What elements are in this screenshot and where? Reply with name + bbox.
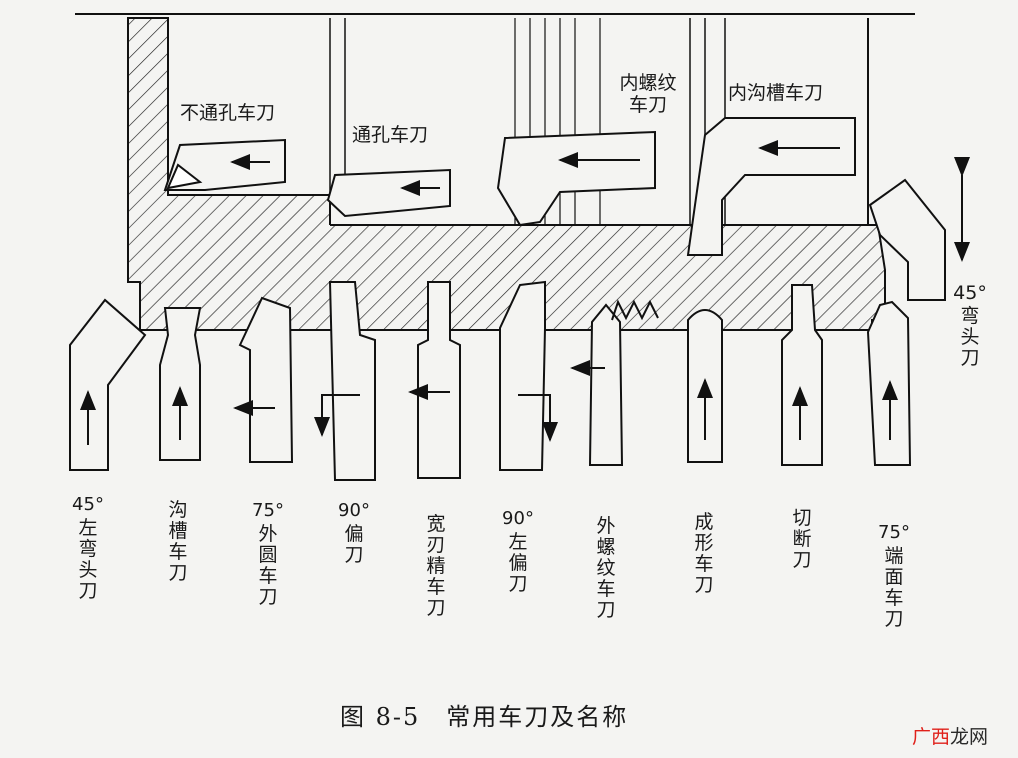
external-thread-tool <box>570 299 659 466</box>
form-tool <box>687 309 723 463</box>
figure-caption: 图 8-5 常用车刀及名称 <box>340 697 628 732</box>
label-angle: 90° <box>502 508 534 529</box>
label-cutoff-tool: 切 断 刀 <box>792 507 812 571</box>
right-bent-tool <box>868 157 970 301</box>
label-left-bent-tool: 左 弯 头 刀 <box>78 517 98 602</box>
label-right-bent-tool: 弯 头 刀 <box>960 305 980 369</box>
label-angle: 45° <box>72 494 104 515</box>
label-blind-hole-tool: 不通孔车刀 <box>180 102 276 124</box>
label-left-offset-90-tool: 左 偏 刀 <box>508 531 528 595</box>
watermark-dark: 龙网 <box>949 726 988 748</box>
figure-title: 常用车刀及名称 <box>446 703 629 731</box>
internal-thread-tool <box>496 130 656 227</box>
label-through-hole-tool: 通孔车刀 <box>352 124 429 146</box>
label-wide-blade-tool: 宽 刃 精 车 刀 <box>426 513 446 619</box>
left-offset-90-tool <box>499 280 558 471</box>
label-groove-tool: 沟 槽 车 刀 <box>168 499 188 584</box>
label-offset-90-tool: 偏 刀 <box>344 523 364 566</box>
left-bent-tool <box>69 298 147 471</box>
label-angle: 90° <box>338 500 370 521</box>
label-internal-groove-tool: 内沟槽车刀 <box>728 82 824 104</box>
label-outer-turning-tool: 外 圆 车 刀 <box>258 523 278 608</box>
through-hole-tool <box>326 168 451 218</box>
wide-blade-tool <box>408 281 461 479</box>
groove-tool <box>159 307 202 461</box>
cutoff-tool <box>781 284 823 466</box>
label-angle: 75° <box>878 522 910 543</box>
blind-hole-tool <box>163 138 286 191</box>
label-form-tool: 成 形 车 刀 <box>694 511 714 596</box>
label-face-tool: 端 面 车 刀 <box>884 545 904 630</box>
watermark: 广西龙网 <box>912 722 988 749</box>
figure-number: 图 8-5 <box>340 703 421 731</box>
label-angle: 75° <box>252 500 284 521</box>
label-external-thread-tool: 外 螺 纹 车 刀 <box>596 515 616 621</box>
label-right-bent-tool-angle: 45° <box>953 282 987 304</box>
face-tool <box>866 300 912 466</box>
outer-turning-tool <box>233 296 294 463</box>
watermark-red: 广西 <box>911 726 950 748</box>
internal-groove-tool <box>686 117 856 256</box>
label-internal-thread-tool: 内螺纹 车刀 <box>619 72 677 116</box>
offset-90-tool <box>314 281 376 481</box>
